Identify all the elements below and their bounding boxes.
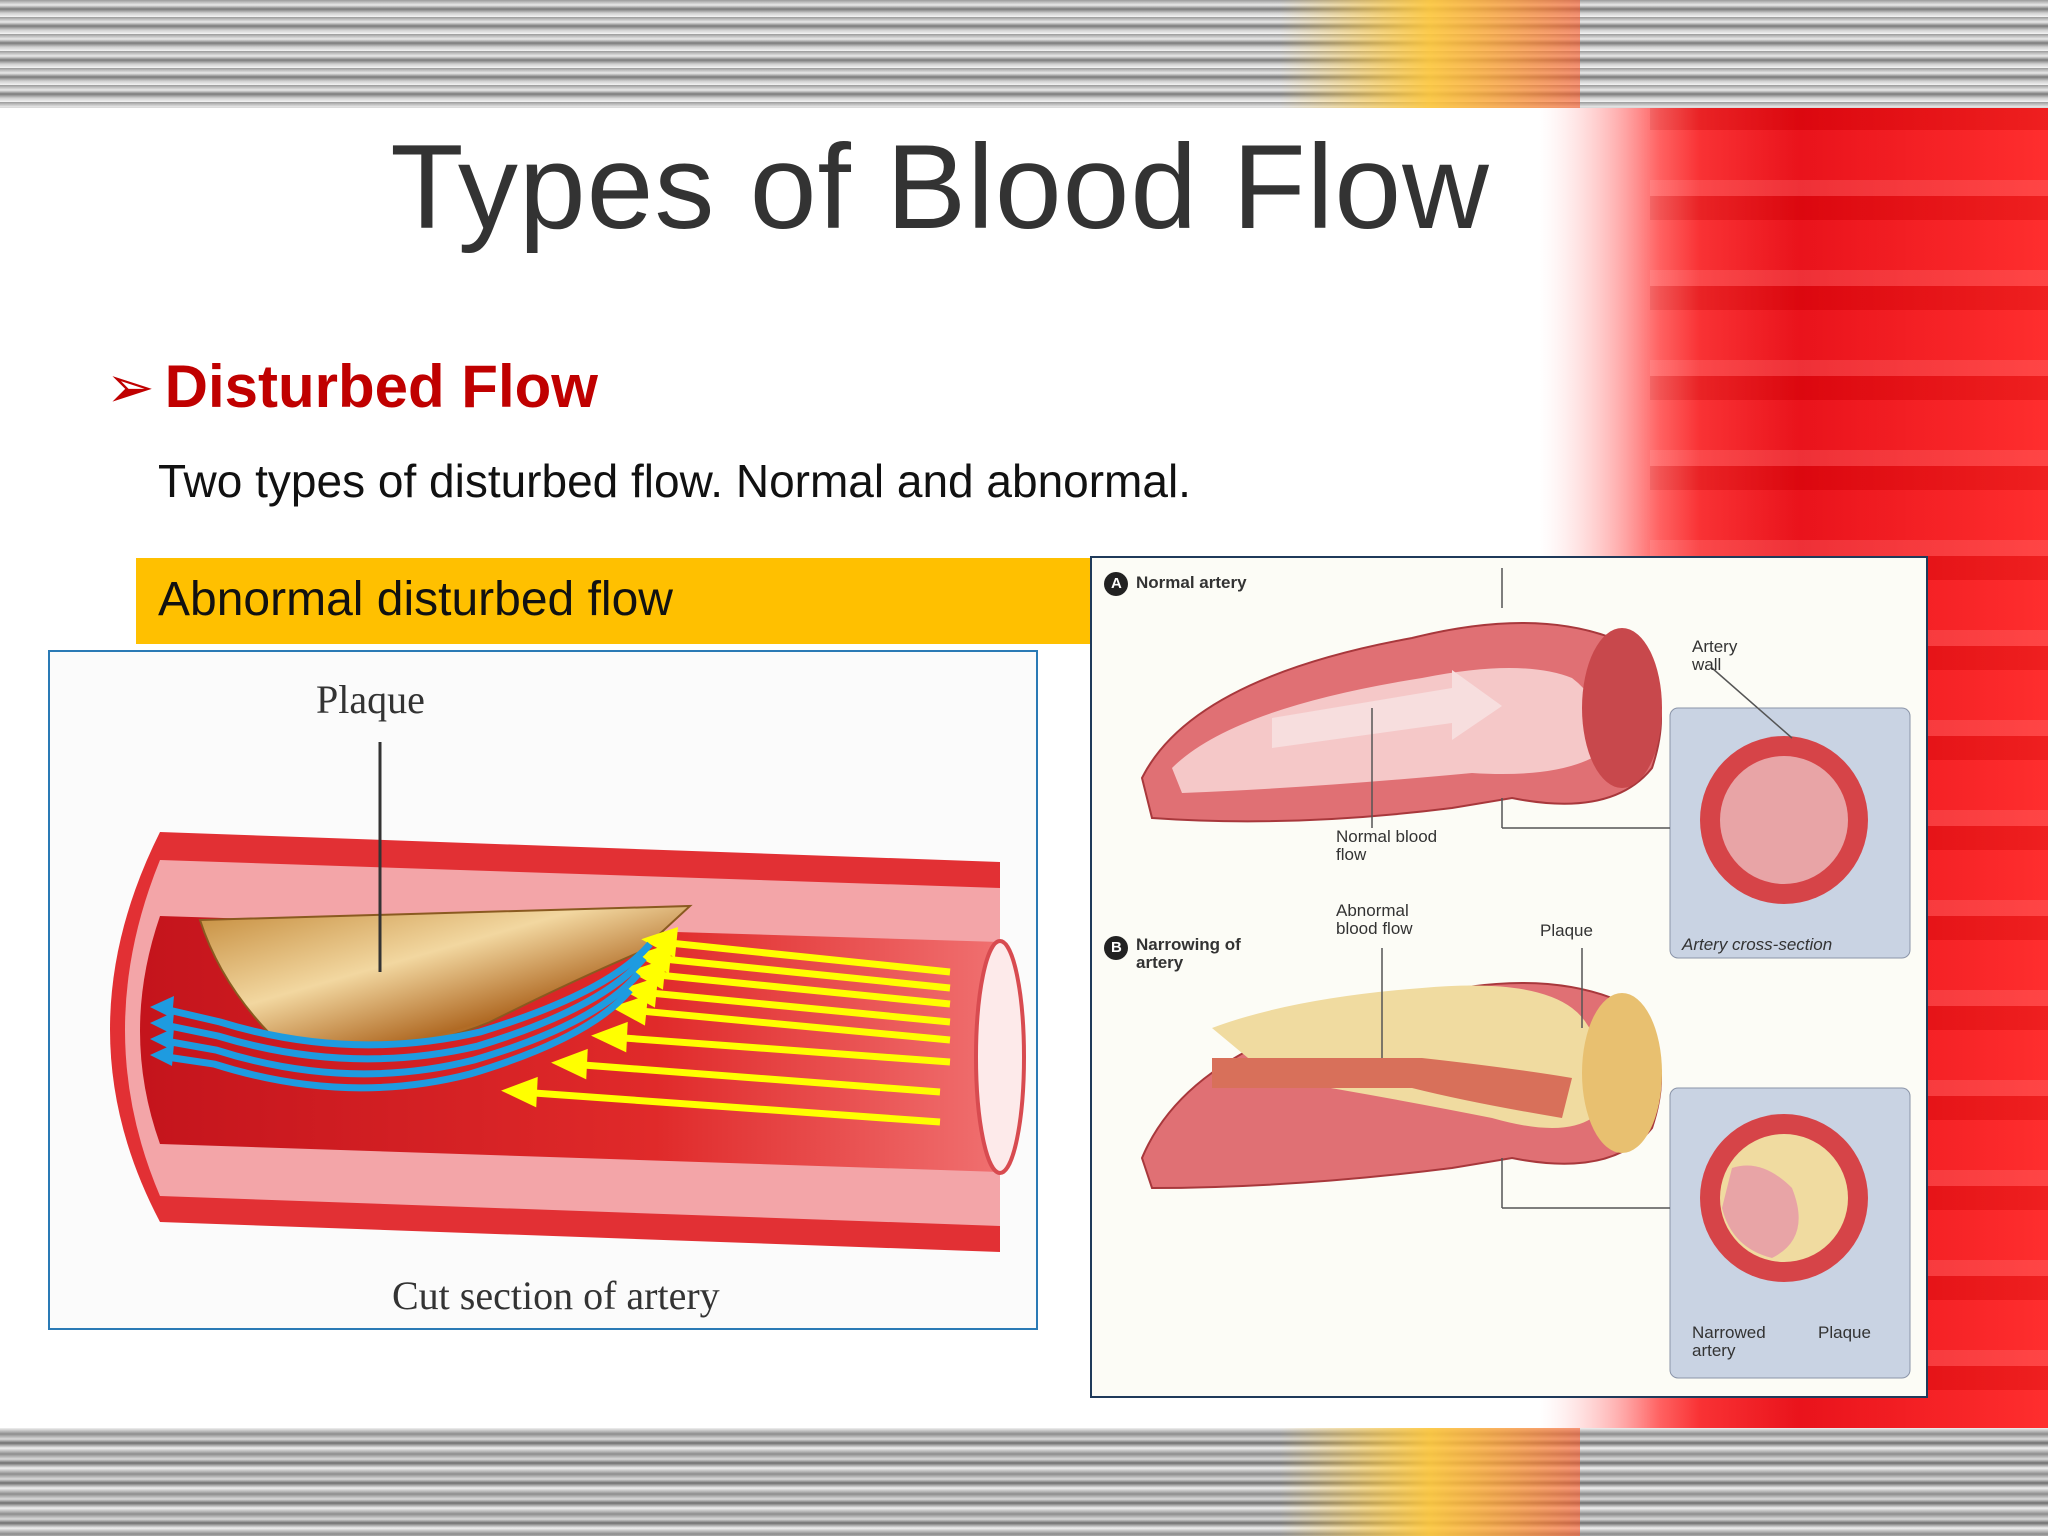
artery-wall-label: Artery wall (1692, 637, 1738, 674)
plaque-label-b: Plaque (1540, 921, 1593, 940)
badge-b: B (1111, 939, 1122, 956)
narrowing-label: Narrowing of artery (1136, 935, 1241, 972)
abnormal-flow-label: Abnormal blood flow (1336, 901, 1413, 938)
plaque-label-c: Plaque (1818, 1323, 1871, 1342)
leader-lines (1371, 568, 1793, 1209)
badge-a: A (1111, 575, 1122, 592)
cross-section-label: Artery cross-section (1682, 935, 1833, 954)
plaque-label: Plaque (316, 677, 425, 722)
bullet-heading: ➢ Disturbed Flow (106, 352, 598, 421)
narrowed-artery-flow (1212, 1058, 1572, 1118)
artery-cut-section-illustration (110, 742, 1026, 1252)
body-text: Two types of disturbed flow. Normal and … (158, 455, 1191, 507)
normal-flow-arrow (1272, 670, 1502, 748)
blue-turbulent-arrows (159, 941, 653, 1092)
bullet-heading-text: Disturbed Flow (164, 353, 598, 420)
normal-artery-opening (1582, 628, 1662, 788)
blue-arrowheads (150, 996, 174, 1066)
callout-banner: Abnormal disturbed flow (136, 558, 1092, 644)
abnormal-flow-figure: Plaque Cut section of artery (48, 650, 1038, 1330)
artery-comparison-illustration (1104, 568, 1911, 1379)
arrowhead-bullet-icon: ➢ (106, 354, 155, 420)
normal-artery-label: Normal artery (1136, 573, 1247, 592)
badge-a-circle (1104, 572, 1128, 596)
callout-text: Abnormal disturbed flow (158, 573, 673, 626)
bottom-stripe-band (0, 1428, 2048, 1536)
narrowed-artery-label: Narrowed artery (1692, 1323, 1766, 1360)
normal-flow-label: Normal blood flow (1336, 827, 1438, 864)
top-stripe-band (0, 0, 2048, 108)
artery-opening (974, 939, 1026, 1175)
figure-caption: Cut section of artery (392, 1273, 720, 1318)
narrowed-artery-opening (1582, 993, 1662, 1153)
yellow-flow-arrows (501, 926, 951, 1126)
bottom-gold-accent (1280, 1428, 1580, 1536)
slide-title: Types of Blood Flow (390, 120, 1490, 254)
top-gold-accent (1280, 0, 1580, 108)
badge-b-circle (1104, 936, 1128, 960)
normal-vs-narrowed-artery-figure: A Normal artery Artery wall Normal blood… (1090, 556, 1928, 1398)
